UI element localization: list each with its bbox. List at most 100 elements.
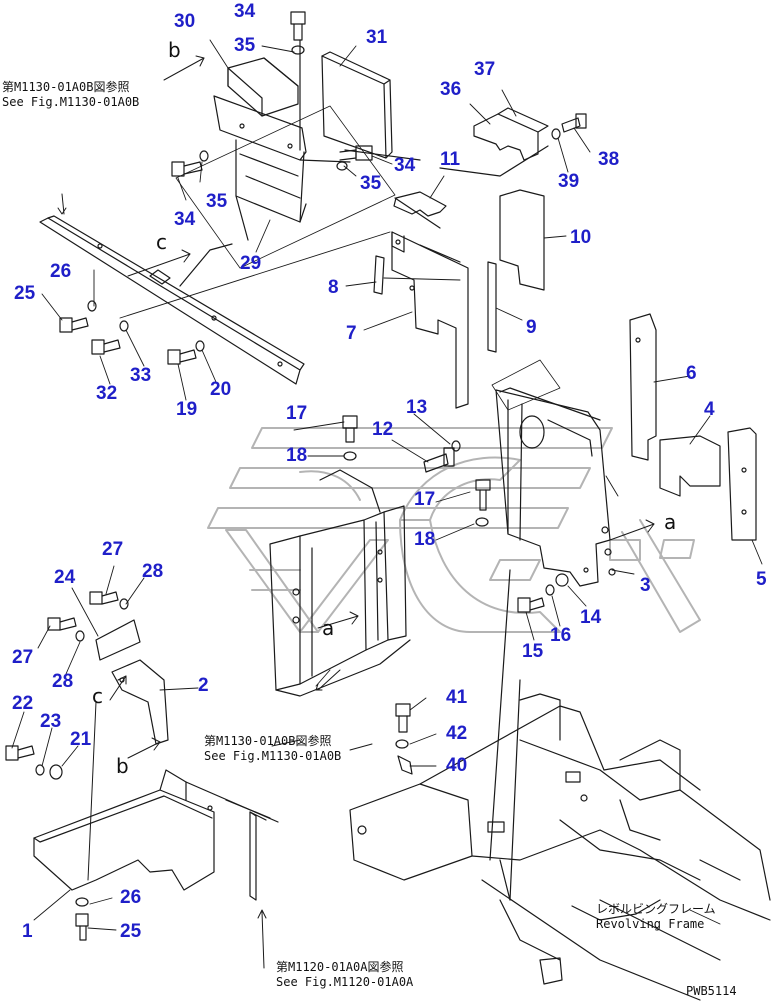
- part-18-washer-mid: [475, 517, 489, 527]
- callout-15: 15: [522, 641, 544, 662]
- callout-22: 22: [12, 693, 34, 714]
- callout-8: 8: [328, 277, 339, 298]
- callout-27-lower: 27: [12, 647, 34, 668]
- part-26-washer-bottom: [75, 897, 89, 907]
- callout-30: 30: [174, 11, 196, 32]
- callout-12: 12: [372, 419, 394, 440]
- part-38-bolt: [561, 113, 587, 133]
- part-25-bolt-bottom: [75, 913, 89, 941]
- radiator-frame: [269, 469, 411, 697]
- angle-bar: [39, 215, 305, 385]
- callout-28-lower: 28: [52, 671, 74, 692]
- callout-21: 21: [70, 729, 92, 750]
- callout-41: 41: [446, 687, 468, 708]
- callout-35: 35: [234, 35, 256, 56]
- part-3-frame: [495, 387, 616, 587]
- part-28-washer-lower: [75, 630, 85, 642]
- part-11-bracket: [393, 191, 447, 217]
- arrows: [57, 55, 655, 969]
- callout-32: 32: [96, 383, 118, 404]
- revolving-frame-label-ja: レボルビングフレーム: [596, 902, 716, 916]
- part-16-washer: [545, 584, 555, 596]
- callout-18-top: 18: [286, 445, 308, 466]
- view-marker-b-top: b: [168, 38, 181, 62]
- callout-35-mid: 35: [360, 173, 382, 194]
- part-15-bolt: [517, 597, 545, 613]
- reference-note-middle-en: See Fig.M1130-01A0B: [204, 749, 342, 763]
- part-34-bolt-mid: [336, 145, 373, 171]
- callout-23: 23: [40, 711, 62, 732]
- part-13-washer: [451, 440, 461, 452]
- part-4-pad: [659, 435, 721, 497]
- watermark-logo: [207, 427, 701, 633]
- callout-38: 38: [598, 149, 620, 170]
- leader-lines: [11, 39, 763, 931]
- part-34-bolt-top: [290, 11, 306, 41]
- vertical-strip: [249, 811, 267, 901]
- part-2-bracket: [111, 659, 169, 745]
- part-40-clip: [397, 755, 413, 775]
- callout-33: 33: [130, 365, 152, 386]
- part-7-plate: [391, 231, 469, 409]
- reference-note-top-ja: 第M1130-01A0B図参照: [2, 80, 130, 94]
- callout-25-top: 25: [14, 283, 36, 304]
- callout-28-upper: 28: [142, 561, 164, 582]
- callout-36: 36: [440, 79, 462, 100]
- revolving-frame: [349, 693, 771, 1001]
- callout-7: 7: [346, 323, 357, 344]
- reference-note-top: 第M1130-01A0B図参照 See Fig.M1130-01A0B: [2, 80, 139, 110]
- part-18-washer-top: [343, 451, 357, 461]
- callout-11: 11: [440, 149, 461, 170]
- callout-17-top: 17: [286, 403, 308, 424]
- part-1-undercover: [33, 769, 279, 891]
- part-21-nut: [49, 764, 63, 780]
- view-marker-a-right: a: [664, 510, 677, 534]
- callout-18-mid: 18: [414, 529, 436, 550]
- callout-19: 19: [176, 399, 198, 420]
- revolving-frame-label: レボルビングフレーム Revolving Frame: [596, 902, 716, 932]
- callout-39: 39: [558, 171, 580, 192]
- view-marker-c-bottom: c: [92, 684, 103, 708]
- callout-5: 5: [756, 569, 767, 590]
- callout-20: 20: [210, 379, 232, 400]
- callout-26-bottom: 26: [120, 887, 142, 908]
- callout-31: 31: [366, 27, 388, 48]
- callout-34-left: 34: [174, 209, 196, 230]
- part-28-washer-upper: [119, 598, 129, 610]
- exploded-view-lines: [119, 39, 561, 901]
- part-41-bolt: [395, 703, 411, 733]
- callout-26-top: 26: [50, 261, 72, 282]
- callout-37: 37: [474, 59, 496, 80]
- part-36-37-bracket: [473, 107, 549, 161]
- callout-4: 4: [704, 399, 715, 420]
- callout-34-mid: 34: [394, 155, 416, 176]
- callout-2: 2: [198, 675, 209, 696]
- part-26-washer-top: [87, 300, 97, 312]
- part-20-washer: [195, 340, 205, 352]
- part-19-bolt: [167, 349, 197, 365]
- part-22-bolt: [5, 745, 35, 761]
- part-32-bolt: [91, 339, 121, 355]
- reference-note-middle-ja: 第M1130-01A0B図参照: [204, 734, 332, 748]
- drawing-code: PWB5114: [686, 984, 737, 998]
- view-marker-c-top: c: [156, 230, 167, 254]
- view-marker-a-left: a: [322, 616, 335, 640]
- part-6-plate: [629, 313, 657, 461]
- part-27-bolt-upper: [89, 591, 119, 605]
- callout-1: 1: [22, 921, 33, 942]
- callout-9: 9: [526, 317, 537, 338]
- part-12-bolt: [423, 447, 455, 473]
- part-25-bolt-top: [59, 317, 89, 333]
- part-34-bolt-left: [171, 150, 209, 177]
- part-27-bolt-lower: [47, 617, 77, 631]
- part-9-strip: [487, 261, 497, 353]
- reference-note-bottom: 第M1120-01A0A図参照 See Fig.M1120-01A0A: [276, 960, 413, 990]
- callout-29: 29: [240, 253, 262, 274]
- part-14-washer: [555, 573, 569, 587]
- callout-13: 13: [406, 397, 428, 418]
- reference-note-bottom-en: See Fig.M1120-01A0A: [276, 975, 414, 989]
- part-39-washer: [551, 128, 561, 140]
- callout-40: 40: [446, 755, 468, 776]
